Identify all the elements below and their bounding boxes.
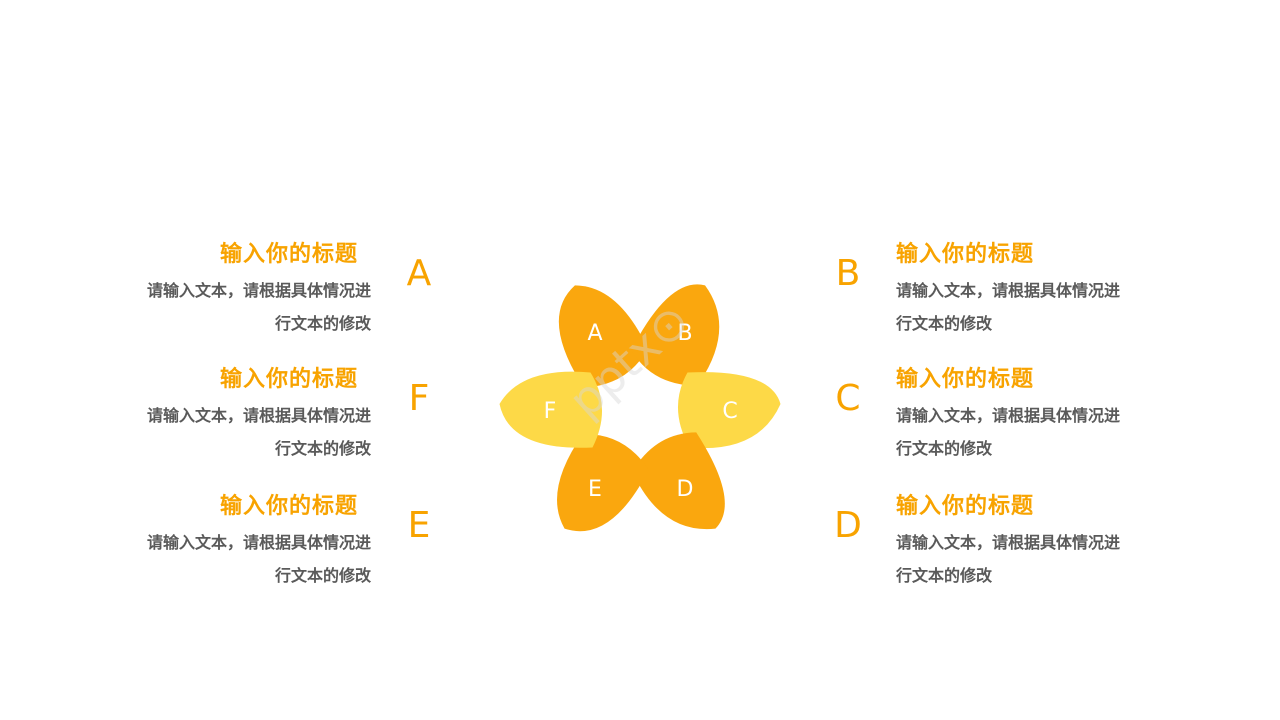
petal-e-shape (557, 434, 649, 532)
item-a-line2: 行文本的修改 (274, 314, 371, 333)
petal-a-shape (558, 285, 648, 388)
petal-f (499, 371, 602, 448)
item-b-text: 输入你的标题 请输入文本，请根据具体情况进 行文本的修改 (896, 238, 1156, 340)
item-b-line2: 行文本的修改 (896, 314, 993, 333)
item-d-line2: 行文本的修改 (896, 566, 993, 585)
item-f-text: 输入你的标题 请输入文本，请根据具体情况进 行文本的修改 (111, 363, 371, 465)
petal-d (632, 432, 725, 530)
item-e-text: 输入你的标题 请输入文本，请根据具体情况进 行文本的修改 (111, 490, 371, 592)
item-c-text: 输入你的标题 请输入文本，请根据具体情况进 行文本的修改 (896, 363, 1156, 465)
item-d-letter: D (834, 505, 862, 546)
item-e-title: 输入你的标题 (219, 494, 358, 519)
item-a-title: 输入你的标题 (219, 242, 358, 267)
item-e-line2: 行文本的修改 (274, 566, 371, 585)
item-a-line1: 请输入文本，请根据具体情况进 (146, 281, 371, 300)
item-f-title: 输入你的标题 (219, 367, 358, 392)
item-b-line1: 请输入文本，请根据具体情况进 (896, 281, 1121, 300)
item-a-text: 输入你的标题 请输入文本，请根据具体情况进 行文本的修改 (111, 238, 371, 340)
petal-f-label: F (544, 399, 557, 424)
item-d-line1: 请输入文本，请根据具体情况进 (896, 533, 1121, 552)
item-f-line1: 请输入文本，请根据具体情况进 (146, 406, 371, 425)
item-b-title: 输入你的标题 (896, 242, 1035, 267)
petal-b-label: B (677, 321, 692, 346)
item-b-letter: B (835, 253, 861, 294)
petal-d-label: D (677, 477, 694, 502)
petal-f-shape (499, 371, 602, 448)
item-c-line2: 行文本的修改 (896, 439, 993, 458)
petal-c-shape (678, 372, 781, 449)
item-d-title: 输入你的标题 (896, 494, 1035, 519)
item-b-description: 请输入文本，请根据具体情况进 行文本的修改 (896, 274, 1156, 340)
petal-a (558, 285, 648, 388)
item-c-letter: C (835, 378, 861, 419)
item-e-description: 请输入文本，请根据具体情况进 行文本的修改 (111, 526, 371, 592)
item-e-line1: 请输入文本，请根据具体情况进 (146, 533, 371, 552)
petal-b (631, 284, 720, 386)
petal-b-shape (631, 284, 720, 386)
petal-a-label: A (587, 321, 602, 346)
petal-c-label: C (722, 399, 737, 424)
petal-e (557, 434, 649, 532)
item-c-title: 输入你的标题 (896, 367, 1035, 392)
item-a-letter: A (406, 253, 432, 294)
item-c-line1: 请输入文本，请根据具体情况进 (896, 406, 1121, 425)
item-d-text: 输入你的标题 请输入文本，请根据具体情况进 行文本的修改 (896, 490, 1156, 592)
item-c-description: 请输入文本，请根据具体情况进 行文本的修改 (896, 399, 1156, 465)
item-e-letter: E (407, 505, 431, 546)
item-f-description: 请输入文本，请根据具体情况进 行文本的修改 (111, 399, 371, 465)
item-f-line2: 行文本的修改 (274, 439, 371, 458)
item-d-description: 请输入文本，请根据具体情况进 行文本的修改 (896, 526, 1156, 592)
petal-e-label: E (588, 477, 602, 502)
item-a-description: 请输入文本，请根据具体情况进 行文本的修改 (111, 274, 371, 340)
petal-c (678, 372, 781, 449)
item-f-letter: F (408, 378, 430, 419)
petal-d-shape (632, 432, 725, 530)
